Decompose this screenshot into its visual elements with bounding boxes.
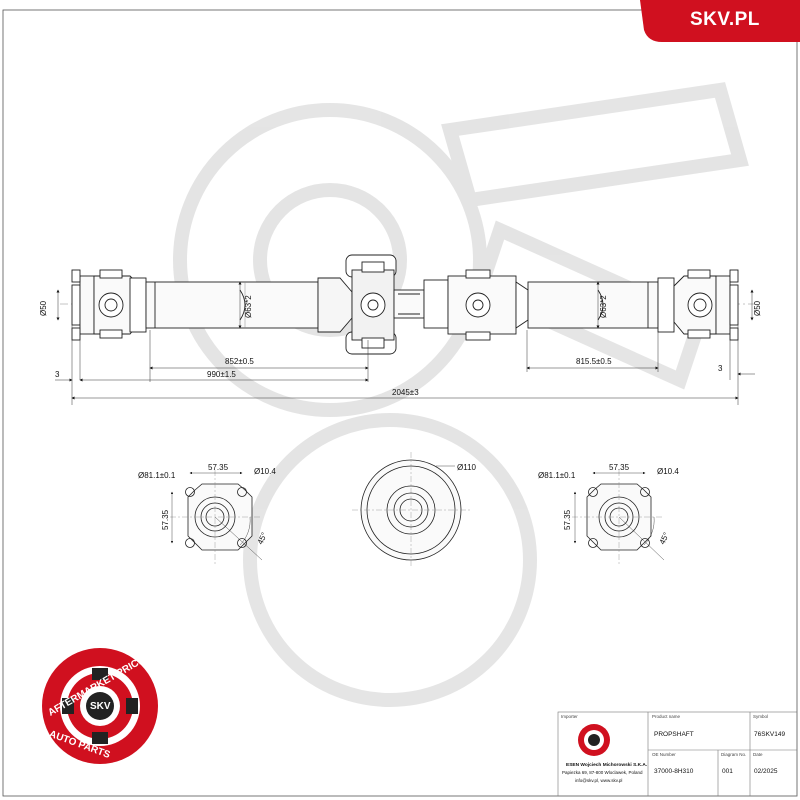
product-name-label: Product name <box>652 714 681 719</box>
company-name: ESEN Wojciech Michorowski S.K.A. <box>566 762 647 768</box>
left-universal-joint <box>93 269 147 339</box>
importer-label: Importer <box>561 714 578 719</box>
title-block <box>557 711 798 797</box>
brand-tab <box>640 0 800 42</box>
date-value: 02/2025 <box>754 768 778 775</box>
slip-joint <box>393 269 529 341</box>
left-tube <box>145 281 319 329</box>
center-bearing-diameter-label: Ø110 <box>457 463 477 472</box>
left-flange-end-view <box>170 470 263 565</box>
diagram-no-value: 001 <box>722 768 733 775</box>
gap-left-label: 3 <box>55 370 60 379</box>
right-flange-end-view <box>572 470 665 565</box>
left-flange-spacing-h-label: 57.35 <box>208 463 229 472</box>
symbol-label: Symbol <box>753 714 768 719</box>
length-815-label: 815.5±0.5 <box>576 357 612 366</box>
oe-number-value: 37000-8H310 <box>654 768 694 775</box>
title-block-logo <box>578 724 610 756</box>
left-flange <box>71 284 81 326</box>
brand-logo-text: SKV.PL <box>690 9 760 30</box>
right-flange-spacing-h-label: 57.35 <box>609 463 630 472</box>
flange-left-diameter-label: Ø50 <box>39 300 48 316</box>
left-flange-pcd-label: Ø81.1±0.1 <box>138 471 176 480</box>
length-852-label: 852±0.5 <box>225 357 254 366</box>
right-universal-joint <box>657 269 717 339</box>
date-label: Date <box>753 752 763 757</box>
propshaft-side-view <box>60 254 755 355</box>
oe-number-label: OE Number <box>652 752 676 757</box>
watermark <box>173 82 749 707</box>
right-flange-pcd-label: Ø81.1±0.1 <box>538 471 576 480</box>
right-flange-angle-label: 45° <box>658 531 671 546</box>
right-flange-spacing-v-label: 57.35 <box>563 509 572 530</box>
right-flange <box>715 275 731 335</box>
seal-center-text: SKV <box>90 701 111 712</box>
skv-quality-seal <box>42 648 158 764</box>
length-990-label: 990±1.5 <box>207 370 236 379</box>
diagram-no-label: Diagram No. <box>721 752 746 757</box>
left-flange-hole-label: Ø10.4 <box>254 467 276 476</box>
flange-right-diameter-label: Ø50 <box>753 300 762 316</box>
gap-right-label: 3 <box>718 364 723 373</box>
company-address: Papiezka 69, 87-800 Wloclawek, Poland <box>562 770 643 775</box>
tube-left-diameter-label: Ø63*2 <box>244 295 253 318</box>
tube-right-diameter-label: Ø63*2 <box>599 295 608 318</box>
right-flange-hole-label: Ø10.4 <box>657 467 679 476</box>
product-name: PROPSHAFT <box>654 731 694 738</box>
left-flange-spacing-v-label: 57.35 <box>161 509 170 530</box>
right-tube <box>527 281 659 329</box>
total-length-label: 2045±3 <box>392 388 419 397</box>
drawing-frame <box>2 9 798 797</box>
center-support-bearing <box>317 254 397 355</box>
symbol-value: 76SKV149 <box>754 731 785 738</box>
dimension-lines <box>55 281 755 405</box>
center-bearing-end-view <box>352 452 470 568</box>
company-contact: info@skv.pl, www.skv.pl <box>575 778 622 783</box>
